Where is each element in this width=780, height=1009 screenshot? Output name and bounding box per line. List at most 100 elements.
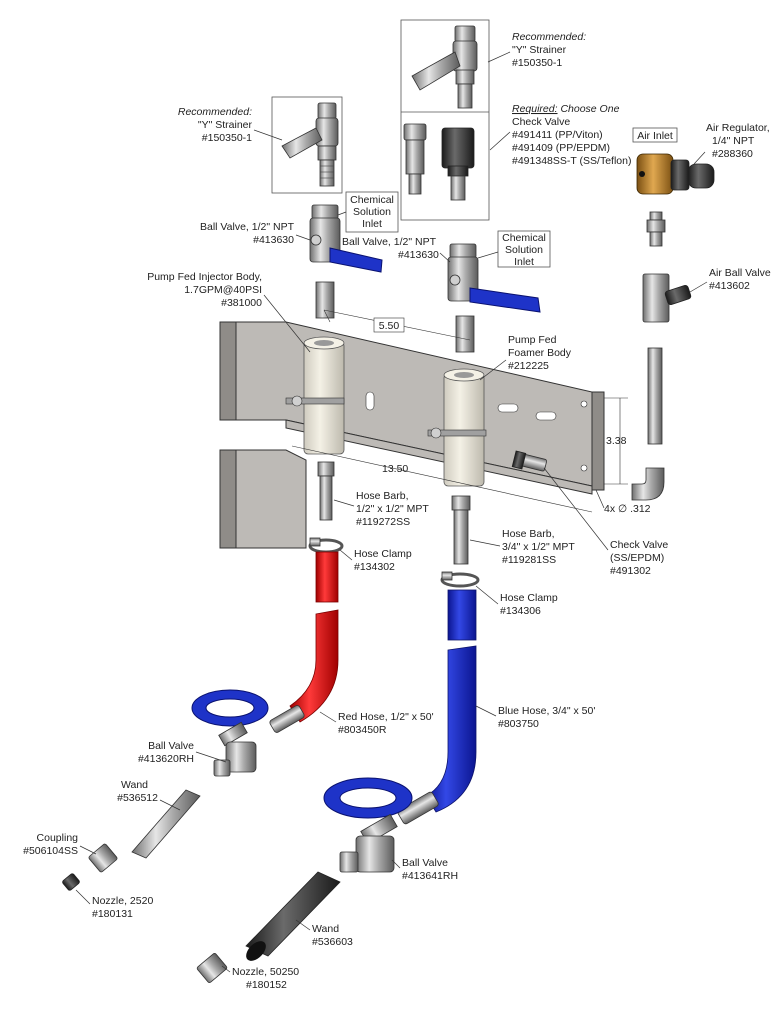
blue-hose-l1: Blue Hose, 3/4" x 50' [498, 705, 595, 717]
chem-inlet-left-l3: Inlet [362, 218, 382, 230]
check-valve-l2: #491411 (PP/Viton) [512, 129, 603, 141]
hose-clamp-left-l2: #134302 [354, 561, 395, 573]
wand-left-l1: Wand [121, 779, 148, 791]
air-ball-valve-l1: Air Ball Valve [709, 267, 771, 279]
red-hose-fitting [269, 705, 305, 733]
air-ball-valve-l2: #413602 [709, 280, 750, 292]
nozzle-right-l1: Nozzle, 50250 [232, 966, 299, 978]
dim-holes-label: 4x ∅ .312 [604, 503, 651, 515]
check-valve-required: Required: Choose One [512, 103, 620, 115]
coupling-l2: #506104SS [23, 845, 78, 857]
ball-valve-rh-left-l1: Ball Valve [148, 740, 194, 752]
check-valve-l3: #491409 (PP/EPDM) [512, 142, 610, 154]
leader-chem-right [477, 251, 499, 259]
strainer-right-l1: "Y" Strainer [512, 44, 567, 56]
strainer-right-group [400, 19, 490, 221]
check-valve-ss-l3: #491302 [610, 565, 651, 577]
ball-valve-left-l1: Ball Valve, 1/2" NPT [200, 221, 295, 233]
wand-left [131, 789, 201, 859]
chem-inlet-left-l2: Solution [353, 206, 391, 218]
dim-1350-label: 13.50 [382, 463, 408, 475]
wand-right-l2: #536603 [312, 936, 353, 948]
leader-ball-valve-rh-left [195, 751, 227, 763]
check-valve-l4: #491348SS-T (SS/Teflon) [512, 155, 631, 167]
leader-check-valve-ss [543, 467, 609, 551]
wand-left-l2: #536512 [117, 792, 158, 804]
hose-barb-left-l3: #119272SS [356, 516, 410, 528]
blue-hose-l2: #803750 [498, 718, 539, 730]
wand-right [245, 871, 341, 961]
leader-ball-valve-right [439, 252, 451, 263]
hose-barb-left-l1: Hose Barb, [356, 490, 409, 502]
required-label: Required: [512, 103, 558, 115]
coupling [88, 843, 118, 873]
hose-clamp-right-l2: #134306 [500, 605, 541, 617]
leader-holes [595, 489, 605, 509]
hose-clamp-right [440, 571, 480, 588]
chem-inlet-left-l1: Chemical [350, 194, 394, 206]
hose-barb-left [317, 461, 335, 521]
leader-wand-right [295, 919, 311, 931]
ball-valve-right [447, 243, 541, 313]
leader-red-hose [319, 711, 337, 723]
ball-valve-rh-left [191, 689, 269, 777]
air-inlet-label: Air Inlet [637, 130, 673, 142]
leader-injector [263, 294, 311, 353]
chem-inlet-right-l1: Chemical [502, 232, 546, 244]
injector-l3: #381000 [221, 297, 262, 309]
dim-338-label: 3.38 [606, 435, 627, 447]
strainer-left-group [271, 96, 343, 194]
hose-barb-right [451, 495, 471, 565]
nozzle-left-l2: #180131 [92, 908, 133, 920]
red-hose-l2: #803450R [338, 724, 387, 736]
air-regulator-l3: #288360 [712, 148, 753, 160]
leader-coupling [79, 845, 97, 855]
strainer-left-rec: Recommended: [178, 106, 252, 118]
hose-clamp-left-l1: Hose Clamp [354, 548, 412, 560]
chem-inlet-right-l2: Solution [505, 244, 543, 256]
hose-barb-right-l1: Hose Barb, [502, 528, 555, 540]
air-elbow [631, 467, 665, 501]
nipple-right [455, 315, 475, 353]
strainer-left-box [271, 96, 343, 194]
foamer-l2: Foamer Body [508, 347, 572, 359]
foamer-l3: #212225 [508, 360, 549, 372]
leader-air-ball-valve [689, 281, 708, 293]
red-hose-l1: Red Hose, 1/2" x 50' [338, 711, 434, 723]
leader-strainer-left [253, 129, 283, 141]
blue-hose-fitting [397, 791, 439, 825]
coupling-l1: Coupling [37, 832, 79, 844]
hose-clamp-right-l1: Hose Clamp [500, 592, 558, 604]
dim-1350-line [291, 445, 593, 513]
air-inlet-box [632, 127, 678, 143]
hose-barb-left-l2: 1/2" x 1/2" MPT [356, 503, 429, 515]
check-valve-l1: Check Valve [512, 116, 570, 128]
nozzle-left [62, 873, 80, 891]
nozzle-left-l1: Nozzle, 2520 [92, 895, 153, 907]
strainer-right-rec: Recommended: [512, 31, 586, 43]
ball-valve-rh-right-l2: #413641RH [402, 870, 458, 882]
foamer-body [427, 368, 487, 487]
dim-550-label: 5.50 [379, 320, 400, 332]
injector-body [285, 336, 345, 455]
hose-barb-right-l3: #119281SS [502, 554, 556, 566]
chem-inlet-right-box [497, 230, 551, 268]
air-regulator [636, 153, 715, 195]
foamer-l1: Pump Fed [508, 334, 557, 346]
leader-check-valve [489, 131, 511, 151]
y-strainer-right [411, 25, 478, 109]
nozzle-right [196, 953, 228, 983]
y-strainer-left [281, 102, 339, 187]
ball-valve-rh-right [323, 777, 413, 873]
leader-nozzle-right [221, 965, 231, 973]
check-valve-ss-l2: (SS/EPDM) [610, 552, 664, 564]
leader-hose-barb-right [469, 539, 501, 547]
ball-valve-rh-left-l2: #413620RH [138, 753, 194, 765]
injector-l2: 1.7GPM@40PSI [184, 284, 262, 296]
check-valve-ss-l1: Check Valve [610, 539, 668, 551]
leader-wand-left [159, 799, 181, 811]
ball-valve-right-l1: Ball Valve, 1/2" NPT [342, 236, 437, 248]
leader-strainer-right [487, 51, 511, 63]
wand-right-l1: Wand [312, 923, 339, 935]
